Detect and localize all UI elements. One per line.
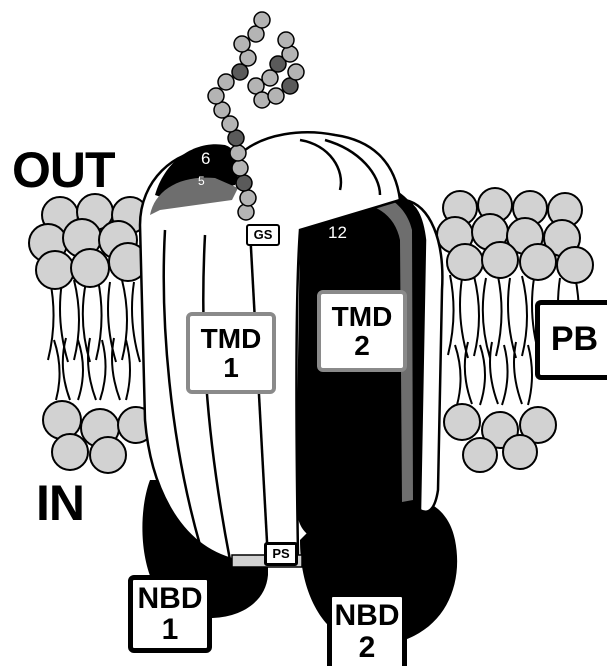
tmd2-label-line1: TMD	[332, 302, 393, 331]
tmd1-label-line2: 1	[223, 353, 239, 382]
tmd1-label: TMD 1	[186, 312, 276, 394]
in-label: IN	[36, 478, 84, 528]
tmd2-label: TMD 2	[317, 290, 407, 372]
lipid-tails-left	[48, 280, 140, 400]
gs-label-text: GS	[254, 228, 273, 242]
helix-number-5: 5	[198, 175, 205, 187]
tmd2-label-line2: 2	[354, 331, 370, 360]
lipid-heads-left	[29, 194, 154, 473]
lipid-bilayer-left	[29, 194, 154, 473]
pb-label-text: PB	[551, 322, 598, 358]
pb-label: PB	[535, 300, 607, 380]
helix-number-6: 6	[201, 150, 210, 167]
nbd1-label-line1: NBD	[138, 583, 203, 615]
gs-label: GS	[246, 224, 280, 246]
nbd1-label: NBD 1	[128, 575, 212, 653]
nbd2-label: NBD 2	[327, 592, 407, 666]
nbd2-label-line1: NBD	[335, 600, 400, 632]
out-label: OUT	[12, 145, 115, 195]
ps-label-text: PS	[272, 547, 289, 561]
ps-label: PS	[264, 542, 298, 566]
tmd1-label-line1: TMD	[201, 324, 262, 353]
nbd1-label-line2: 1	[162, 614, 179, 646]
helix-number-12: 12	[328, 224, 347, 241]
nbd2-label-line2: 2	[359, 632, 376, 664]
helix-number-11: 11	[348, 191, 360, 203]
